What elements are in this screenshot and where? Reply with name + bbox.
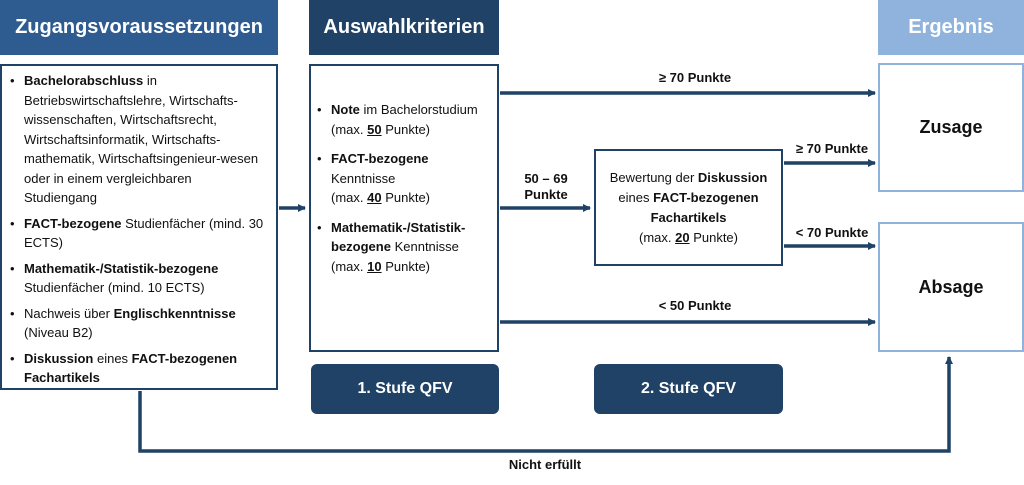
stage-2-badge: 2. Stufe QFV xyxy=(594,364,783,414)
label-not-met: Nicht erfüllt xyxy=(508,457,582,472)
label-mid-line1: 50 – 69 xyxy=(524,171,568,186)
auswahl-item-max: Punkte) xyxy=(381,258,431,274)
auswahl-item-max: Punkte) xyxy=(381,190,431,205)
zugang-item-diskussion: Diskussion eines FACT-bezogenen Facharti… xyxy=(10,349,268,388)
auswahl-item-text: Kenntnisse xyxy=(390,239,459,254)
zugang-item-bachelor: Bachelorabschluss in Betriebswirtschafts… xyxy=(10,71,268,208)
diskussion-bold: FACT-bezogenen xyxy=(653,189,759,205)
diskussion-text: Bewertung der xyxy=(609,169,698,185)
zugang-item-bold: Diskussion xyxy=(24,350,94,366)
auswahl-box: Note im Bachelorstudium(max. 50 Punkte) … xyxy=(309,64,499,352)
zugang-item-text: Nachweis über xyxy=(24,305,114,321)
diskussion-max-value: 20 xyxy=(675,229,690,245)
auswahl-item-max: Punkte) xyxy=(381,121,431,137)
label-top-arrow: ≥ 70 Punkte xyxy=(658,70,732,85)
label-low-arrow: < 50 Punkte xyxy=(658,298,732,313)
diskussion-line: eines FACT-bezogenen xyxy=(618,188,758,208)
auswahl-item-bold: Mathematik-/Statistik-bezogene xyxy=(331,219,466,255)
auswahl-item-bold: FACT-bezogene xyxy=(331,151,429,166)
auswahl-item-bold: Note xyxy=(331,102,360,117)
diskussion-line: (max. 20 Punkte) xyxy=(639,228,738,248)
auswahl-item-max: (max. xyxy=(331,190,368,205)
auswahl-item-fact: FACT-bezogene Kenntnisse (max. 40 Punkte) xyxy=(317,149,491,208)
label-disk-down-arrow: < 70 Punkte xyxy=(795,225,869,240)
zugang-item-englisch: Nachweis über Englischkenntnisse (Niveau… xyxy=(10,304,268,343)
zugang-item-mathematik: Mathematik-/Statistik-bezogene Studienfä… xyxy=(10,259,268,298)
zugang-item-fact: FACT-bezogene Studienfächer (mind. 30 EC… xyxy=(10,214,268,253)
zugang-box: Bachelorabschluss in Betriebswirtschafts… xyxy=(0,64,278,390)
zugang-list: Bachelorabschluss in Betriebswirtschafts… xyxy=(10,71,268,388)
result-absage-label: Absage xyxy=(918,276,984,297)
header-ergebnis: Ergebnis xyxy=(878,0,1024,55)
diskussion-bold: Fachartikels xyxy=(650,209,727,225)
diskussion-box: Bewertung der Diskussion eines FACT-bezo… xyxy=(594,149,783,266)
diskussion-max: (max. xyxy=(638,229,676,245)
zugang-item-bold: Englischkenntnisse xyxy=(113,305,236,321)
result-zusage-label: Zusage xyxy=(919,117,983,137)
diskussion-max: Punkte) xyxy=(689,229,738,245)
stage-1-badge: 1. Stufe QFV xyxy=(311,364,499,414)
auswahl-item-max-value: 10 xyxy=(367,258,382,274)
result-absage: Absage xyxy=(878,222,1024,352)
zugang-item-bold: Mathematik-/Statistik-bezogene xyxy=(24,260,219,276)
zugang-item-bold: FACT-bezogenen Fachartikels xyxy=(24,350,238,386)
zugang-item-text: eines xyxy=(93,350,132,366)
diskussion-line: Bewertung der Diskussion xyxy=(610,168,768,188)
label-mid-arrow: 50 – 69 Punkte xyxy=(506,171,586,203)
auswahl-item-max: (max. xyxy=(331,258,368,274)
auswahl-item-note: Note im Bachelorstudium (max. 50 Punkte) xyxy=(317,100,491,139)
result-zusage: Zusage xyxy=(878,63,1024,192)
arrow-not-met xyxy=(138,356,953,453)
label-disk-up-arrow: ≥ 70 Punkte xyxy=(795,141,869,156)
auswahl-item-text: im Bachelorstudium xyxy=(359,102,478,117)
header-auswahlkriterien: Auswahlkriterien xyxy=(309,0,499,55)
auswahl-item-mathematik: Mathematik-/Statistik-bezogene Kenntniss… xyxy=(317,218,491,277)
zugang-item-text: in Betriebswirtschaftslehre, Wirtschafts… xyxy=(24,73,259,205)
zugang-item-text: (Niveau B2) xyxy=(24,325,93,340)
auswahl-item-max: (max. xyxy=(331,121,368,137)
auswahl-item-max-value: 50 xyxy=(367,121,382,137)
auswahl-item-text: Kenntnisse xyxy=(331,170,396,186)
zugang-item-bold: Bachelorabschluss xyxy=(24,73,144,88)
diskussion-text: eines xyxy=(618,189,654,205)
diskussion-bold: Diskussion xyxy=(697,169,768,185)
auswahl-list: Note im Bachelorstudium(max. 50 Punkte) … xyxy=(317,100,491,276)
diskussion-line: Fachartikels xyxy=(651,208,727,228)
zugang-item-bold: FACT-bezogene xyxy=(24,215,122,231)
header-zugangsvoraussetzungen: Zugangsvoraussetzungen xyxy=(0,0,278,55)
auswahl-item-max-value: 40 xyxy=(367,190,382,205)
zugang-item-text: Studienfächer (mind. 30 ECTS) xyxy=(24,215,264,251)
zugang-item-text: Studienfächer (mind. 10 ECTS) xyxy=(24,280,205,295)
label-mid-line2: Punkte xyxy=(524,187,568,202)
